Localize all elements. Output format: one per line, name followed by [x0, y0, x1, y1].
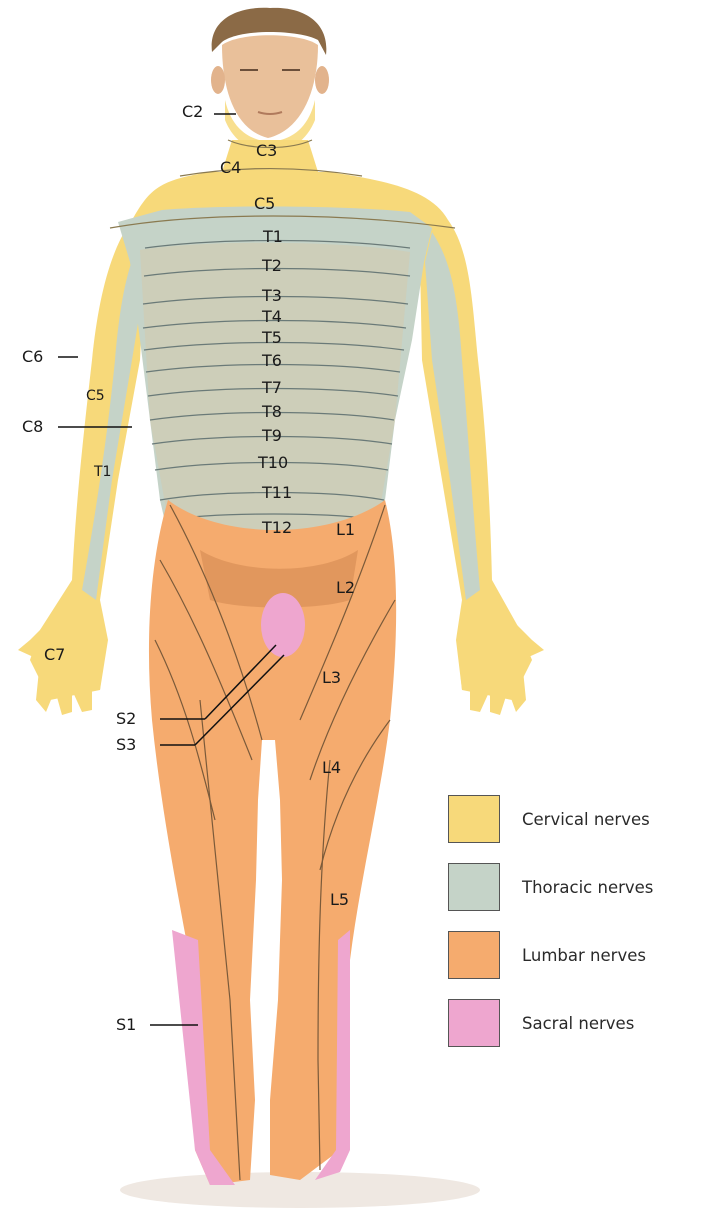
- sacral-genital: [261, 593, 305, 657]
- legend-label: Sacral nerves: [522, 1014, 634, 1033]
- right-ear: [315, 66, 329, 94]
- legend-item-thoracic: Thoracic nerves: [448, 863, 698, 913]
- legend-item-lumbar: Lumbar nerves: [448, 931, 698, 981]
- label-t6: T6: [262, 353, 282, 369]
- left-ear: [211, 66, 225, 94]
- label-c8: C8: [22, 419, 43, 435]
- label-t5: T5: [262, 330, 282, 346]
- label-c4: C4: [220, 160, 241, 176]
- legend: Cervical nerves Thoracic nerves Lumbar n…: [448, 795, 698, 1067]
- label-c5: C5: [254, 196, 275, 212]
- label-t1: T1: [263, 229, 283, 245]
- face: [222, 35, 318, 138]
- label-t7: T7: [262, 380, 282, 396]
- label-t2: T2: [262, 258, 282, 274]
- label-c6: C6: [22, 349, 43, 365]
- label-t4: T4: [262, 309, 282, 325]
- legend-swatch: [448, 863, 500, 911]
- legend-swatch: [448, 795, 500, 843]
- label-t12: T12: [262, 520, 292, 536]
- right-hand: [458, 610, 544, 715]
- label-c3: C3: [256, 143, 277, 159]
- legend-label: Lumbar nerves: [522, 946, 646, 965]
- label-t1-arm: T1: [94, 465, 111, 479]
- label-t9: T9: [262, 428, 282, 444]
- label-s3: S3: [116, 737, 136, 753]
- label-s1: S1: [116, 1017, 136, 1033]
- label-l2: L2: [336, 580, 355, 596]
- legend-swatch: [448, 931, 500, 979]
- legend-item-cervical: Cervical nerves: [448, 795, 698, 845]
- label-l4: L4: [322, 760, 341, 776]
- legend-item-sacral: Sacral nerves: [448, 999, 698, 1049]
- label-t8: T8: [262, 404, 282, 420]
- label-t11: T11: [262, 485, 292, 501]
- label-l3: L3: [322, 670, 341, 686]
- label-t3: T3: [262, 288, 282, 304]
- label-l1: L1: [336, 522, 355, 538]
- label-l5: L5: [330, 892, 349, 908]
- label-c7: C7: [44, 647, 65, 663]
- label-t10: T10: [258, 455, 288, 471]
- legend-swatch: [448, 999, 500, 1047]
- label-c2: C2: [182, 104, 203, 120]
- label-s2: S2: [116, 711, 136, 727]
- label-c5-arm: C5: [86, 389, 105, 403]
- legend-label: Thoracic nerves: [522, 878, 653, 897]
- legend-label: Cervical nerves: [522, 810, 650, 829]
